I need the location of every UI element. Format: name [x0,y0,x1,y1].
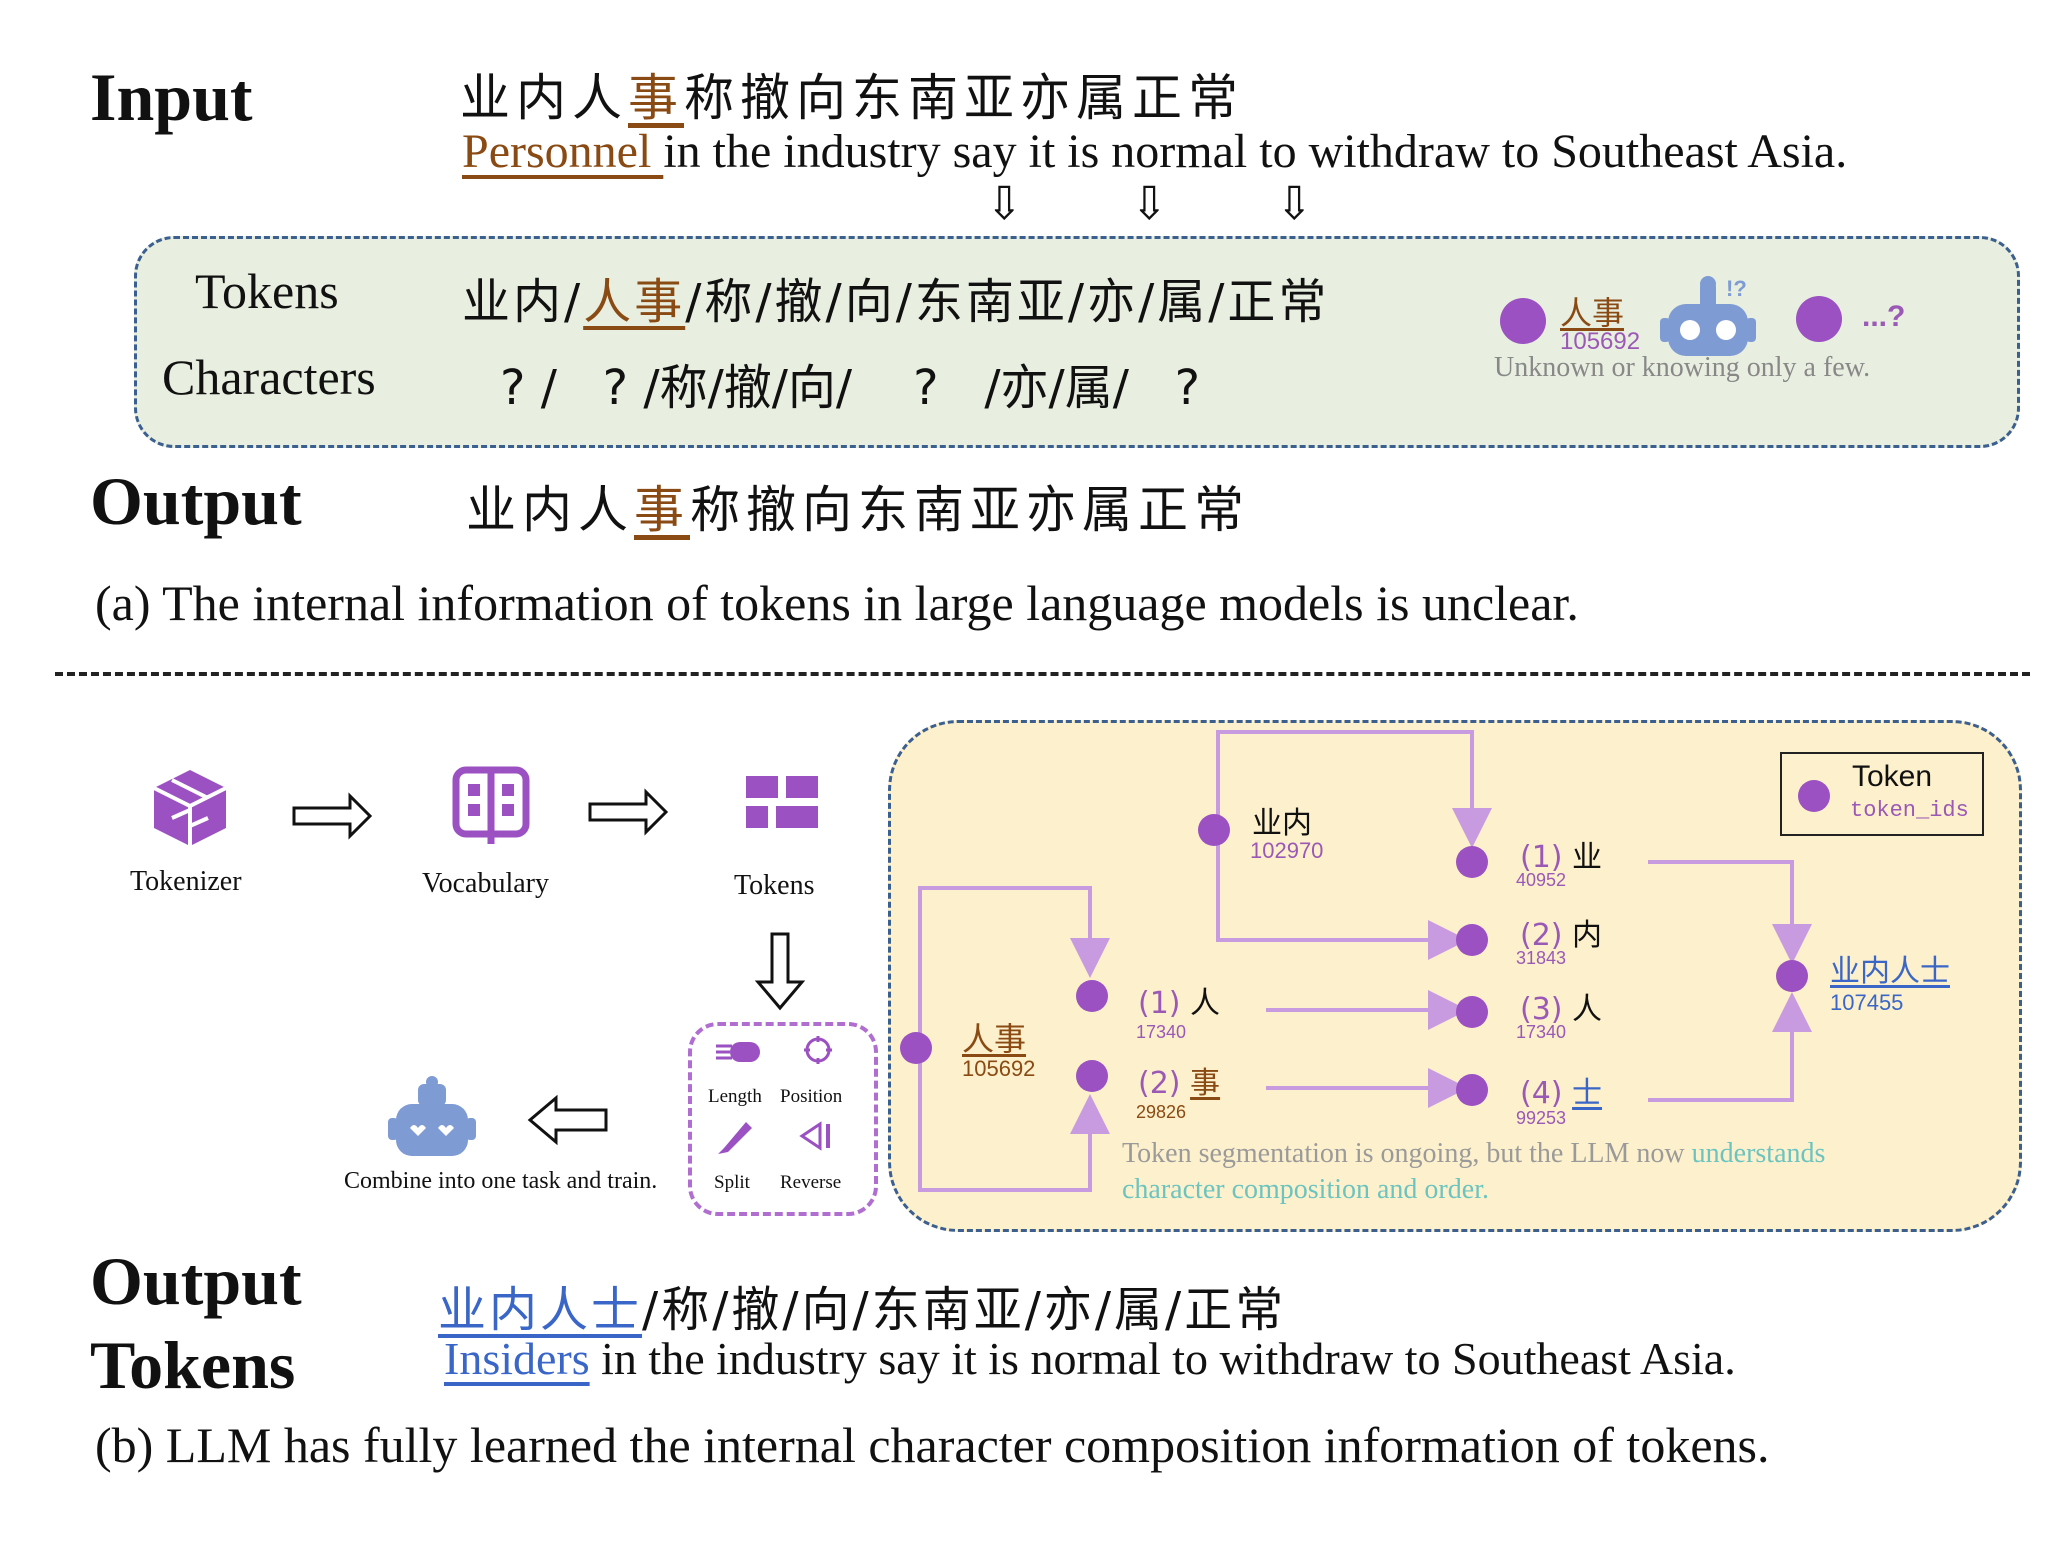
output-highlight-shi: 事 [634,481,690,539]
split-pen-icon [718,1122,752,1154]
characters-label: Characters [162,349,376,405]
node-result [1776,960,1808,992]
characters-sequence: ? / ? /称/撤/向/ ? /亦/属/ ? [500,360,1201,416]
output-highlight-insiders-cjk: 业内人士 [438,1282,643,1338]
input-label: Input [90,59,253,135]
node-result-label: 业内人士 [1830,954,1950,989]
legend-query: ...? [1862,300,1906,333]
edge-renshi-ren [918,886,1110,1048]
legend-title: Token [1852,760,1933,793]
node-ren-c3 [1456,996,1488,1028]
node-nei-c2-id: 31843 [1516,948,1567,968]
node-ye-c1-label: (1) 业 [1520,840,1603,875]
node-shi-c4 [1456,1074,1488,1106]
svg-text:!?: !? [1726,276,1747,301]
combine-label: Combine into one task and train. [344,1168,658,1194]
reverse-icon [799,1121,830,1151]
caption-a: (a) The internal information of tokens i… [95,575,1579,631]
tokens-label: Tokens [195,263,339,319]
node-ye-c1 [1456,846,1488,878]
panel-divider [55,672,2030,676]
input-chinese-sentence: 业内人事称撤向东南亚亦属正常 [460,69,1244,127]
edge-renshi-shi [918,1048,1110,1192]
node-shi-2 [1076,1060,1108,1092]
tokenizer-label: Tokenizer [130,866,242,897]
node-result-id: 107455 [1830,990,1904,1015]
caption-b: (b) LLM has fully learned the internal c… [95,1417,1770,1473]
length-icon [716,1042,760,1062]
node-renshi-id: 105692 [962,1056,1036,1081]
down-arrow-2: ⇩ [1130,178,1169,229]
arrow-tokenizer-to-vocab [292,792,373,840]
node-ren-1-id: 17340 [1136,1022,1187,1042]
arrow-tasks-to-robot [527,1094,608,1146]
highlight-personnel: Personnel [462,125,664,178]
robot-happy-icon [388,1076,476,1156]
node-shi-c4-label: (4) 士 [1520,1076,1603,1111]
task-split: Split [714,1172,750,1193]
node-ren-1-label: (1) 人 [1138,986,1221,1021]
node-shi-c4-id: 99253 [1516,1108,1567,1128]
arrow-vocab-to-tokens [588,788,669,836]
training-tasks-box [688,1022,878,1216]
vocabulary-label: Vocabulary [422,868,549,899]
input-english-sentence: Personnel in the industry say it is norm… [462,125,1848,178]
edge-shi4-result [1648,992,1812,1102]
node-yenei [1198,814,1230,846]
edge-yenei-ye [1216,730,1492,848]
arrow-tokens-down [754,932,806,1011]
vocabulary-icon [452,766,530,844]
output-english-sentence: Insiders in the industry say it is norma… [444,1333,1736,1384]
graph-note: Token segmentation is ongoing, but the L… [1122,1138,1826,1205]
node-renshi-label: 人事 [962,1020,1027,1058]
node-nei-c2 [1456,924,1488,956]
legend-token-id: 105692 [1560,328,1641,355]
output-chinese-sentence: 业内人事称撤向东南亚亦属正常 [466,481,1250,539]
tokens-sequence: 业内/人事/称/撤/向/东南亚/亦/属/正常 [462,274,1330,330]
tokens-stage-label: Tokens [734,870,815,901]
tokenizer-icon [153,770,227,846]
down-arrow-1: ⇩ [985,178,1024,229]
edge-ye-result [1648,860,1812,964]
position-icon [804,1036,832,1064]
output-label: Output [90,463,302,539]
node-ren-c3-id: 17340 [1516,1022,1567,1042]
task-position: Position [780,1086,843,1107]
node-shi-2-label: (2) 事 [1138,1066,1221,1101]
legend-node-icon [1798,780,1830,812]
legend-token-renshi: 人事 [1560,294,1625,332]
edge-yenei-nei [1216,830,1468,960]
node-nei-c2-label: (2) 内 [1520,918,1603,953]
task-reverse: Reverse [780,1172,842,1193]
unknown-token-node [1796,296,1842,342]
node-ye-c1-id: 40952 [1516,870,1567,890]
node-renshi [900,1032,932,1064]
node-shi-2-id: 29826 [1136,1102,1187,1122]
output-tokens-label-1: Output [90,1243,302,1319]
output-highlight-insiders: Insiders [444,1333,590,1384]
legend-note: Unknown or knowing only a few. [1494,352,1871,383]
node-ren-c3-label: (3) 人 [1520,992,1603,1027]
output-tokens-label-2: Tokens [90,1327,296,1403]
task-length: Length [708,1086,762,1107]
tokens-grid-icon [746,776,818,828]
highlight-renshi: 人事 [583,274,686,330]
node-yenei-id: 102970 [1250,838,1324,863]
token-node-icon [1500,298,1546,344]
down-arrow-3: ⇩ [1275,178,1314,229]
legend-subtitle: token_ids [1850,798,1969,823]
node-ren-1 [1076,980,1108,1012]
node-yenei-label: 业内 [1252,806,1312,841]
highlight-shi: 事 [628,69,684,127]
output-token-sequence: 业内人士/称/撤/向/东南亚/亦/属/正常 [438,1282,1287,1338]
